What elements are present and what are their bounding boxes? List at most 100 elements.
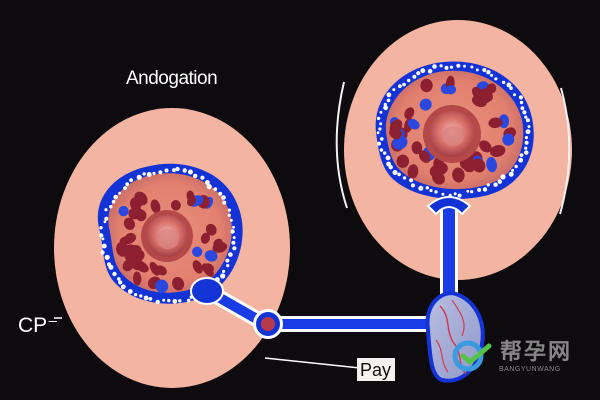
organelle bbox=[411, 141, 423, 155]
membrane-dot bbox=[178, 299, 182, 303]
organelle bbox=[124, 251, 138, 264]
membrane-dot bbox=[101, 237, 105, 241]
membrane-dot bbox=[386, 161, 391, 167]
membrane-dot bbox=[386, 98, 391, 103]
right-cluster bbox=[375, 61, 534, 200]
watermark-logo-icon bbox=[452, 340, 492, 372]
membrane-dot bbox=[527, 125, 531, 129]
sac-vein-3 bbox=[435, 339, 449, 373]
organelle bbox=[488, 117, 503, 129]
membrane-dot bbox=[524, 140, 529, 145]
membrane-dot bbox=[380, 137, 384, 141]
membrane-dot bbox=[411, 183, 415, 188]
organelle bbox=[200, 232, 211, 244]
membrane-dot bbox=[500, 174, 506, 180]
membrane-dot bbox=[493, 182, 498, 187]
connector-network bbox=[190, 196, 485, 383]
left-junction bbox=[190, 277, 224, 305]
membrane-dot bbox=[432, 64, 437, 69]
membrane-dot bbox=[232, 225, 235, 229]
membrane-dot bbox=[100, 250, 105, 255]
label-andogation: Andogation bbox=[126, 68, 218, 89]
organelle bbox=[192, 246, 203, 257]
membrane-dot bbox=[378, 127, 382, 131]
membrane-dot bbox=[222, 269, 226, 273]
membrane-dot bbox=[182, 168, 187, 173]
membrane-dot bbox=[497, 179, 503, 184]
organelle bbox=[432, 171, 445, 185]
membrane-dot bbox=[129, 178, 134, 183]
membrane-dot bbox=[402, 176, 407, 180]
membrane-dot bbox=[206, 184, 212, 190]
membrane-dot bbox=[109, 205, 113, 209]
membrane-dot bbox=[187, 298, 191, 303]
membrane-dot bbox=[125, 182, 130, 187]
membrane-dot bbox=[377, 141, 381, 146]
organelle bbox=[446, 85, 457, 95]
organelle bbox=[420, 78, 433, 93]
organelle bbox=[404, 107, 415, 120]
membrane-dot bbox=[524, 136, 529, 140]
membrane-dot bbox=[409, 178, 414, 183]
membrane-dot bbox=[456, 63, 461, 68]
membrane-dot bbox=[383, 105, 388, 111]
sac-vein-2 bbox=[451, 299, 465, 337]
membrane-dot bbox=[425, 186, 429, 190]
membrane-dot bbox=[513, 93, 516, 97]
organelle bbox=[472, 158, 486, 173]
membrane-dot bbox=[104, 216, 109, 221]
membrane-dot bbox=[494, 77, 498, 81]
membrane-dot bbox=[477, 187, 482, 192]
membrane-dot bbox=[213, 187, 218, 192]
membrane-dot bbox=[376, 116, 381, 121]
membrane-dot bbox=[427, 68, 433, 74]
membrane-dot bbox=[104, 208, 108, 212]
membrane-dot bbox=[398, 84, 402, 89]
membrane-dot bbox=[101, 243, 107, 249]
membrane-dot bbox=[193, 173, 198, 179]
membrane-dot bbox=[490, 73, 494, 77]
membrane-dot bbox=[218, 191, 223, 196]
membrane-dot bbox=[172, 168, 176, 173]
membrane-dot bbox=[232, 236, 236, 240]
organelle bbox=[490, 145, 506, 157]
membrane-dot bbox=[232, 246, 237, 251]
membrane-dot bbox=[524, 146, 528, 150]
organelle bbox=[118, 205, 129, 217]
left-nucleolus bbox=[157, 229, 179, 249]
membrane-dot bbox=[379, 148, 384, 152]
membrane-dot bbox=[120, 284, 126, 290]
organelle bbox=[202, 263, 214, 274]
membrane-dot bbox=[99, 226, 103, 230]
organelle bbox=[116, 241, 129, 257]
membrane-dot bbox=[475, 68, 479, 72]
membrane-dot bbox=[463, 64, 466, 68]
membrane-dot bbox=[155, 299, 160, 305]
membrane-dot bbox=[113, 194, 118, 200]
membrane-dot bbox=[99, 233, 104, 238]
membrane-dot bbox=[486, 70, 491, 75]
membrane-dot bbox=[420, 68, 426, 74]
membrane-dot bbox=[509, 86, 513, 90]
vertical-tube-core bbox=[443, 198, 455, 310]
organelle bbox=[155, 279, 169, 293]
organelle bbox=[125, 232, 137, 243]
membrane-dot bbox=[143, 295, 149, 301]
organelle bbox=[134, 260, 149, 273]
membrane-dot bbox=[227, 208, 231, 212]
organelle bbox=[452, 167, 465, 183]
membrane-dot bbox=[518, 95, 524, 100]
membrane-dot bbox=[175, 166, 180, 172]
membrane-dot bbox=[227, 213, 231, 217]
membrane-dot bbox=[482, 187, 488, 192]
label-pay: Pay bbox=[357, 358, 396, 381]
membrane-dot bbox=[383, 102, 387, 107]
organelle bbox=[407, 118, 420, 130]
organelle bbox=[213, 238, 223, 248]
organelle bbox=[155, 265, 167, 276]
membrane-dot bbox=[439, 64, 443, 68]
membrane-dot bbox=[501, 80, 506, 85]
membrane-dot bbox=[136, 174, 142, 180]
membrane-dot bbox=[221, 195, 226, 200]
